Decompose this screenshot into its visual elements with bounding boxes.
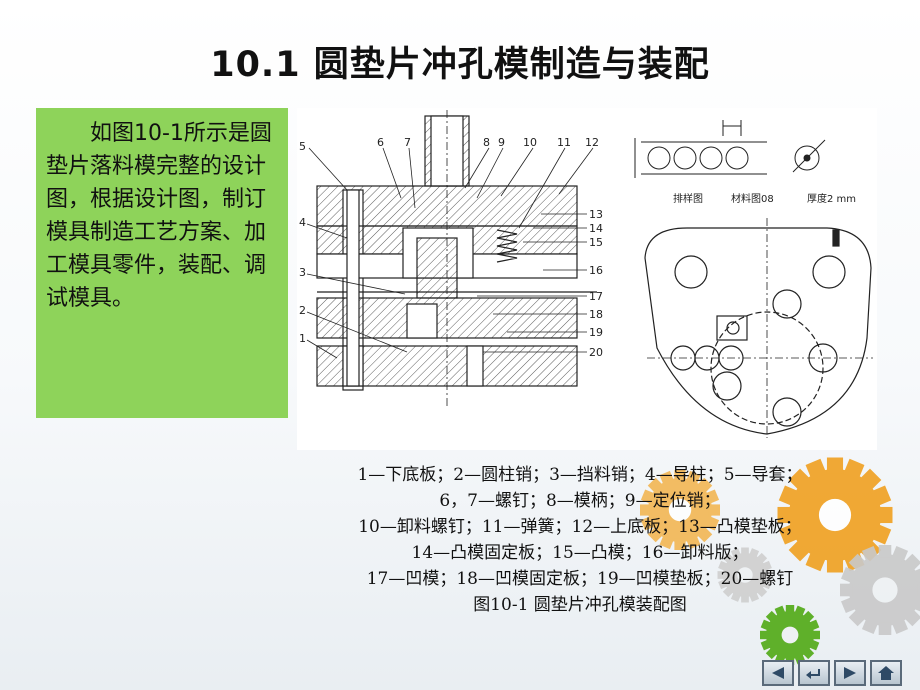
thickness-label: 厚度2 mm (807, 192, 856, 205)
callout-12: 12 (585, 136, 599, 149)
home-button[interactable] (870, 660, 902, 686)
plan-view (644, 218, 873, 438)
return-icon (806, 669, 820, 679)
caption-line: 6，7—螺钉；8—模柄；9—定位销； (439, 491, 721, 511)
strip-layout-label: 排样图 (673, 192, 703, 205)
right-leaders (477, 213, 587, 353)
figure-caption: 1—下底板；2—圆柱销；3—挡料销；4—导柱；5—导套； 6，7—螺钉；8—模柄… (280, 462, 880, 618)
callout-1: 1 (299, 332, 306, 345)
blank-part (792, 139, 826, 173)
callout-4: 4 (299, 216, 306, 229)
return-button[interactable] (798, 660, 830, 686)
strip-layout (634, 120, 767, 178)
gear-orange-large (777, 457, 893, 573)
gear-green (760, 605, 820, 665)
gear-orange-small (640, 470, 720, 550)
callout-5: 5 (299, 140, 306, 153)
top-callouts: 6 7 8 9 10 11 12 (377, 136, 599, 149)
section-view (316, 110, 597, 408)
callout-17: 17 (589, 290, 603, 303)
callout-16: 16 (589, 264, 603, 277)
drawing-canvas: 5 4 3 2 1 6 7 8 9 10 11 12 (299, 110, 873, 438)
callout-6: 6 (377, 136, 384, 149)
intro-text-box: 如图10-1所示是圆垫片落料模完整的设计图，根据设计图，制订模具制造工艺方案、加… (36, 108, 288, 418)
next-slide-button[interactable] (834, 660, 866, 686)
caption-line: 10—卸料螺钉；11—弹簧；12—上底板；13—凸模垫板； (358, 517, 802, 537)
caption-line: 14—凸模固定板；15—凸模；16—卸料版； (411, 543, 749, 563)
material-label: 材料图08 (731, 192, 774, 205)
callout-10: 10 (523, 136, 537, 149)
figure-title: 图10-1 圆垫片冲孔模装配图 (473, 595, 687, 615)
callout-20: 20 (589, 346, 603, 359)
right-callouts: 13 14 15 16 17 18 19 20 (589, 208, 603, 359)
left-callouts: 5 4 3 2 1 (299, 140, 306, 345)
assembly-drawing: 5 4 3 2 1 6 7 8 9 10 11 12 (297, 108, 877, 450)
callout-3: 3 (299, 266, 306, 279)
gear-gray-small (717, 547, 773, 603)
callout-11: 11 (557, 136, 571, 149)
previous-slide-button[interactable] (762, 660, 794, 686)
left-leaders (306, 147, 408, 359)
slide-navigation (762, 660, 902, 686)
triangle-right-icon (844, 667, 856, 679)
callout-14: 14 (589, 222, 603, 235)
callout-7: 7 (404, 136, 411, 149)
gear-gray-right (840, 545, 920, 635)
callout-19: 19 (589, 326, 603, 339)
callout-13: 13 (589, 208, 603, 221)
callout-15: 15 (589, 236, 603, 249)
triangle-left-icon (772, 667, 784, 679)
callout-18: 18 (589, 308, 603, 321)
top-leaders (382, 147, 594, 229)
caption-line: 1—下底板；2—圆柱销；3—挡料销；4—导柱；5—导套； (357, 465, 803, 485)
callout-8: 8 (483, 136, 490, 149)
caption-line: 17—凹模；18—凹模固定板；19—凹模垫板；20—螺钉 (366, 569, 794, 589)
callout-9: 9 (498, 136, 505, 149)
page-title: 10.1 圆垫片冲孔模制造与装配 (210, 45, 710, 85)
callout-2: 2 (299, 304, 306, 317)
home-icon (878, 666, 894, 680)
